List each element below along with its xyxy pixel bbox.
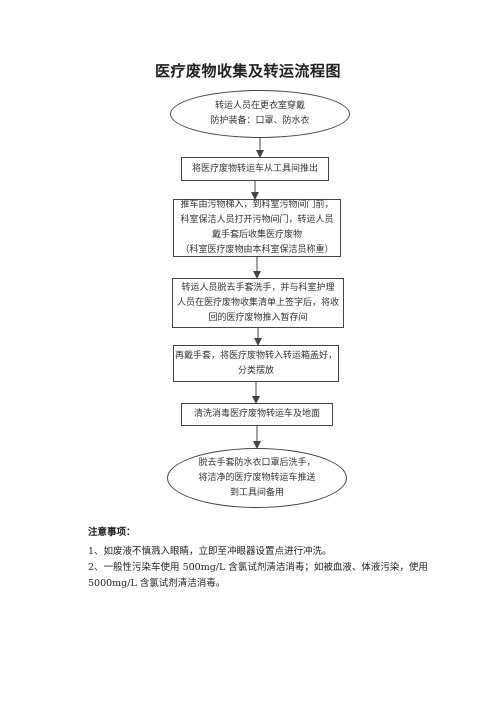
flow-node-sign-and-store: 转运人员脱去手套洗手，并与科室护理人员在医疗废物收集清单上签字后，将收回的医疗废… [172,278,344,328]
flow-node-line: 到工具间备用 [229,487,284,498]
notes-section: 注意事项： 1、如废液不慎溅入眼睛，立即至冲眼器设置点进行冲洗。 2、一般性污染… [88,525,433,592]
flow-node-line: 分类摆放 [238,365,275,376]
flow-node-collect-medical-waste: 推车由污物梯入，到科室污物间门前， 科室保洁人员打开污物间门，转运人员戴手套后收集… [173,199,341,257]
flow-node-line: 转运人员脱去手套洗手，并与科室护理 [181,282,335,293]
flow-node-box-and-sort: 再戴手套，将医疗废物转入转运箱盖好， 分类摆放 [173,345,339,382]
notes-heading: 注意事项： [88,527,136,538]
note-item-cart-disinfection: 2、一般性污染车使用 500mg/L 含氯试剂清洁消毒；如被血液、体液污染，使用… [88,562,428,589]
flow-node-line: 推车由污物梯入，到科室污物间门前， [180,200,334,210]
flow-node-text: 再戴手套，将医疗废物转入转运箱盖好， 分类摆放 [175,349,337,379]
flow-node-push-out-transport-cart: 将医疗废物转运车从工具间推出 [181,157,329,181]
flow-node-text: 转运人员脱去手套洗手，并与科室护理人员在医疗废物收集清单上签字后，将收回的医疗废… [177,281,339,326]
page-title: 医疗废物收集及转运流程图 [154,62,341,80]
flow-node-line: 人员在医疗废物收集清单上签字后，将收 [177,297,340,308]
flow-node-text: 脱去手套防水衣口罩后洗手， 将洁净的医疗废物转运车推送到工具间备用 [198,456,315,501]
flow-node-line: 科室保洁人员打开污物间门，转运人员 [180,215,334,225]
flow-node-line: 将医疗废物转运车从工具间推出 [191,163,318,174]
note-item-eye-splash: 1、如废液不慎溅入眼睛，立即至冲眼器设置点进行冲洗。 [88,546,332,557]
flow-node-text: 清洗消毒医疗废物转运车及地面 [194,407,320,422]
flow-node-line: 将洁净的医疗废物转运车推送 [198,472,316,483]
flow-node-line: （科室医疗废物由本科室保洁员称重） [180,245,334,255]
flow-node-line: 回的医疗废物推入暂存间 [208,312,308,323]
flow-node-line: 戴手套后收集医疗废物 [211,230,302,240]
flow-node-line: 防护装备：口罩、防水衣 [210,116,310,126]
flow-node-line: 再戴手套，将医疗废物转入转运箱盖好， [175,350,338,361]
flow-node-wash-hands-return-cart: 脱去手套防水衣口罩后洗手， 将洁净的医疗废物转运车推送到工具间备用 [167,448,347,508]
flow-node-line: 脱去手套防水衣口罩后洗手， [198,457,316,468]
flow-node-disinfect-cart-and-floor: 清洗消毒医疗废物转运车及地面 [181,403,333,426]
flow-node-text: 推车由污物梯入，到科室污物间门前， 科室保洁人员打开污物间门，转运人员戴手套后收集… [180,198,333,258]
flow-node-line: 转运人员在更衣室穿戴 [214,101,305,111]
flow-node-line: 清洗消毒医疗废物转运车及地面 [193,409,320,419]
flow-node-put-on-protective-gear: 转运人员在更衣室穿戴防护装备：口罩、防水衣 [170,90,350,138]
flow-node-text: 将医疗废物转运车从工具间推出 [192,162,318,177]
flow-node-text: 转运人员在更衣室穿戴防护装备：口罩、防水衣 [210,99,309,129]
